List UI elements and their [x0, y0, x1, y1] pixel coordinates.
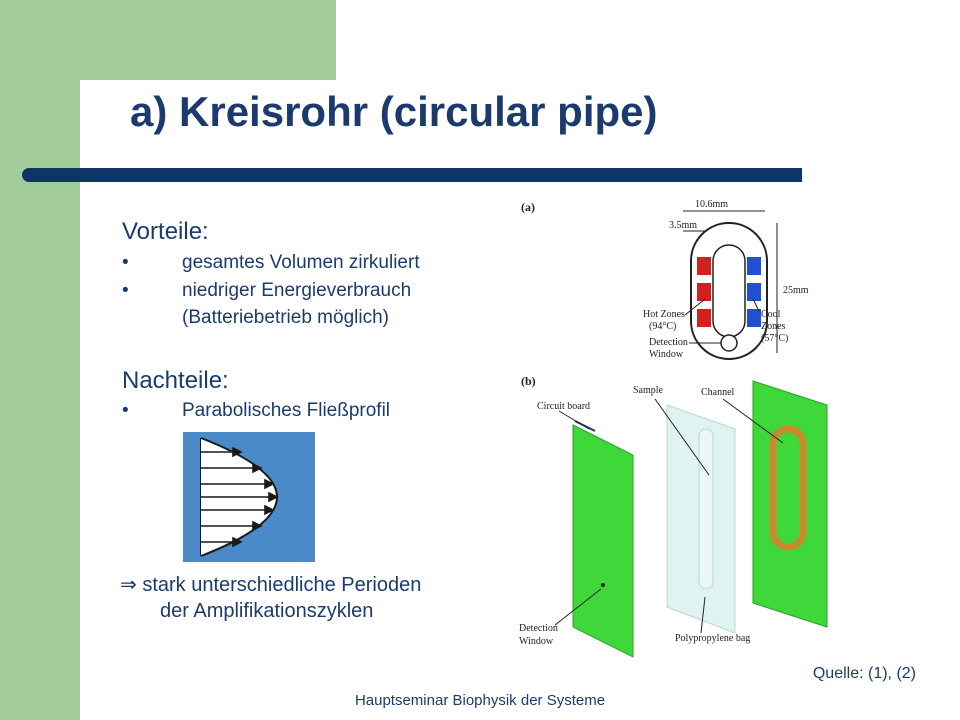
- advantage-text-1: gesamtes Volumen zirkuliert: [182, 252, 420, 273]
- detection-window-b-label-2: Window: [519, 636, 554, 647]
- hot-temp-label: (94°C): [649, 321, 676, 332]
- panel-b-label: (b): [521, 374, 536, 388]
- conclusion-line-1: ⇒ stark unterschiedliche Perioden: [120, 574, 422, 596]
- hot-zone-2: [697, 283, 711, 301]
- polypropylene-bag-label: Polypropylene bag: [675, 633, 750, 644]
- cool-zone-3: [747, 309, 761, 327]
- channel-label: Channel: [701, 387, 735, 398]
- hot-zones-label: Hot Zones: [643, 309, 685, 320]
- detection-window-b-label: Detection: [519, 623, 558, 634]
- cool-zones-label-2: Zones: [761, 321, 786, 332]
- flow-profile-graphic: [200, 437, 279, 557]
- bullet-icon: •: [122, 400, 129, 421]
- detection-window-a-label: Detection: [649, 337, 688, 348]
- dim-inner-label: 3.5mm: [669, 220, 697, 231]
- conclusion-line-2: der Amplifikationszyklen: [160, 600, 374, 622]
- circuit-board-label: Circuit board: [537, 401, 590, 412]
- cool-zones-label: Cool: [761, 309, 781, 320]
- channel-plate: [752, 380, 828, 628]
- slide-title: a) Kreisrohr (circular pipe): [130, 88, 658, 135]
- cool-zone-2: [747, 283, 761, 301]
- circular-channel: [769, 425, 807, 551]
- circular-pipe-chip-figure: (a) 10.6mm 3.5mm 25mm Hot Zones (94°C) C…: [519, 199, 828, 658]
- hot-zone-1: [697, 257, 711, 275]
- disadvantages-heading: Nachteile:: [122, 367, 229, 394]
- source-citation: Quelle: (1), (2): [812, 665, 916, 682]
- hot-zone-3: [697, 309, 711, 327]
- advantage-continuation: (Batteriebetrieb möglich): [182, 307, 389, 328]
- parabolic-flow-profile-image: [183, 432, 315, 562]
- detection-window-a-label-2: Window: [649, 349, 684, 360]
- bullet-icon: •: [122, 280, 129, 301]
- dim-height-label: 25mm: [783, 285, 809, 296]
- circuit-board: [572, 424, 634, 658]
- disadvantage-text-1: Parabolisches Fließprofil: [182, 400, 391, 421]
- bullet-icon: •: [122, 252, 129, 273]
- advantage-text-2: niedriger Energieverbrauch: [182, 280, 412, 301]
- sample-label: Sample: [633, 385, 664, 396]
- cool-zone-1: [747, 257, 761, 275]
- green-side-band: [0, 0, 80, 720]
- panel-a-label: (a): [521, 200, 535, 214]
- advantages-heading: Vorteile:: [122, 218, 209, 245]
- dim-width-label: 10.6mm: [695, 199, 728, 210]
- title-rule: [22, 168, 802, 182]
- green-top-band: [80, 0, 336, 80]
- cool-temp-label: (57°C): [761, 333, 788, 344]
- slide-footer: Hauptseminar Biophysik der Systeme: [354, 692, 606, 709]
